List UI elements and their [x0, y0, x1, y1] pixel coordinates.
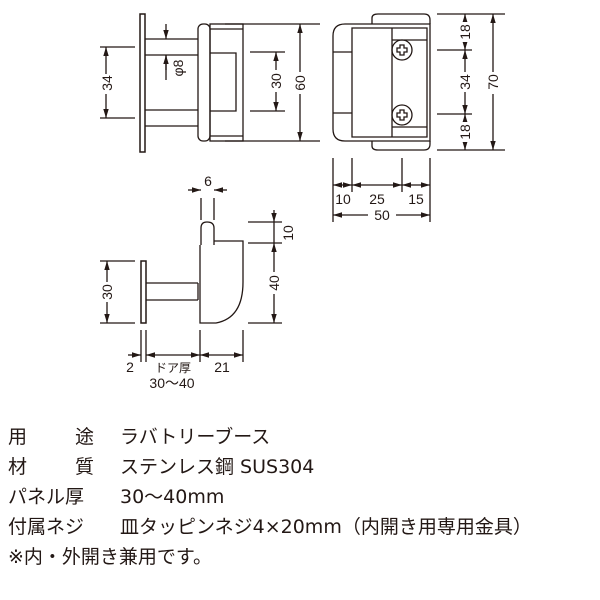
dim-34-front: 34 — [99, 75, 115, 91]
note-text: ※内・外開き兼用です。 — [8, 546, 213, 568]
spec-label-part: 用 — [8, 426, 28, 448]
spec-value: ラバトリーブース — [120, 426, 271, 448]
dim-18-top: 18 — [457, 24, 473, 40]
spec-value: ステンレス鋼 SUS304 — [120, 456, 315, 478]
dim-34-side: 34 — [457, 74, 473, 90]
screw-icon — [391, 104, 413, 126]
spec-label-part: 質 — [74, 456, 94, 478]
screw-icon — [391, 39, 413, 61]
dim-40: 40 — [266, 275, 282, 291]
dim-30-front: 30 — [268, 73, 284, 89]
spec-label: 材質 — [8, 452, 94, 482]
spec-row-panel-thickness: パネル厚 30〜40mm — [8, 482, 532, 512]
spec-row-material: 材質 ステンレス鋼 SUS304 — [8, 452, 532, 482]
spec-value: 30〜40mm — [120, 486, 225, 508]
spec-value: 皿タッピンネジ4×20mm（内開き用専用金具） — [120, 516, 532, 538]
dim-60: 60 — [292, 75, 308, 91]
technical-drawing: 34 φ8 30 60 18 34 18 70 — [98, 13, 505, 391]
dim-50: 50 — [374, 207, 390, 223]
front-view: 34 φ8 30 60 — [98, 13, 320, 153]
dim-30-bottom: 30 — [99, 284, 115, 300]
dim-phi8: φ8 — [170, 59, 186, 76]
dim-25: 25 — [369, 191, 385, 207]
dim-2: 2 — [126, 359, 134, 375]
dim-15: 15 — [408, 191, 424, 207]
door-thickness-value: 30〜40 — [149, 375, 194, 391]
spec-label: 用途 — [8, 422, 94, 452]
spec-label: 付属ネジ — [8, 516, 85, 538]
spec-note: ※内・外開き兼用です。 — [8, 542, 532, 572]
spec-label-part: 途 — [74, 426, 94, 448]
spec-row-usage: 用途 ラバトリーブース — [8, 422, 532, 452]
spec-label-part: 材 — [8, 456, 28, 478]
dim-21: 21 — [214, 359, 230, 375]
spec-row-screws: 付属ネジ 皿タッピンネジ4×20mm（内開き用専用金具） — [8, 512, 532, 542]
dim-6: 6 — [204, 173, 212, 189]
bottom-view: 6 10 40 30 2 ドア厚 21 30〜40 — [99, 173, 296, 391]
dim-10-bottom: 10 — [280, 225, 296, 241]
dim-70: 70 — [485, 74, 501, 90]
door-thickness-label: ドア厚 — [155, 361, 191, 375]
spec-list: 用途 ラバトリーブース 材質 ステンレス鋼 SUS304 パネル厚 30〜40m… — [8, 422, 532, 572]
dim-18-bottom: 18 — [457, 124, 473, 140]
dim-10-side: 10 — [335, 191, 351, 207]
spec-label: パネル厚 — [8, 486, 85, 508]
side-view: 18 34 18 70 10 25 15 50 — [332, 13, 505, 223]
